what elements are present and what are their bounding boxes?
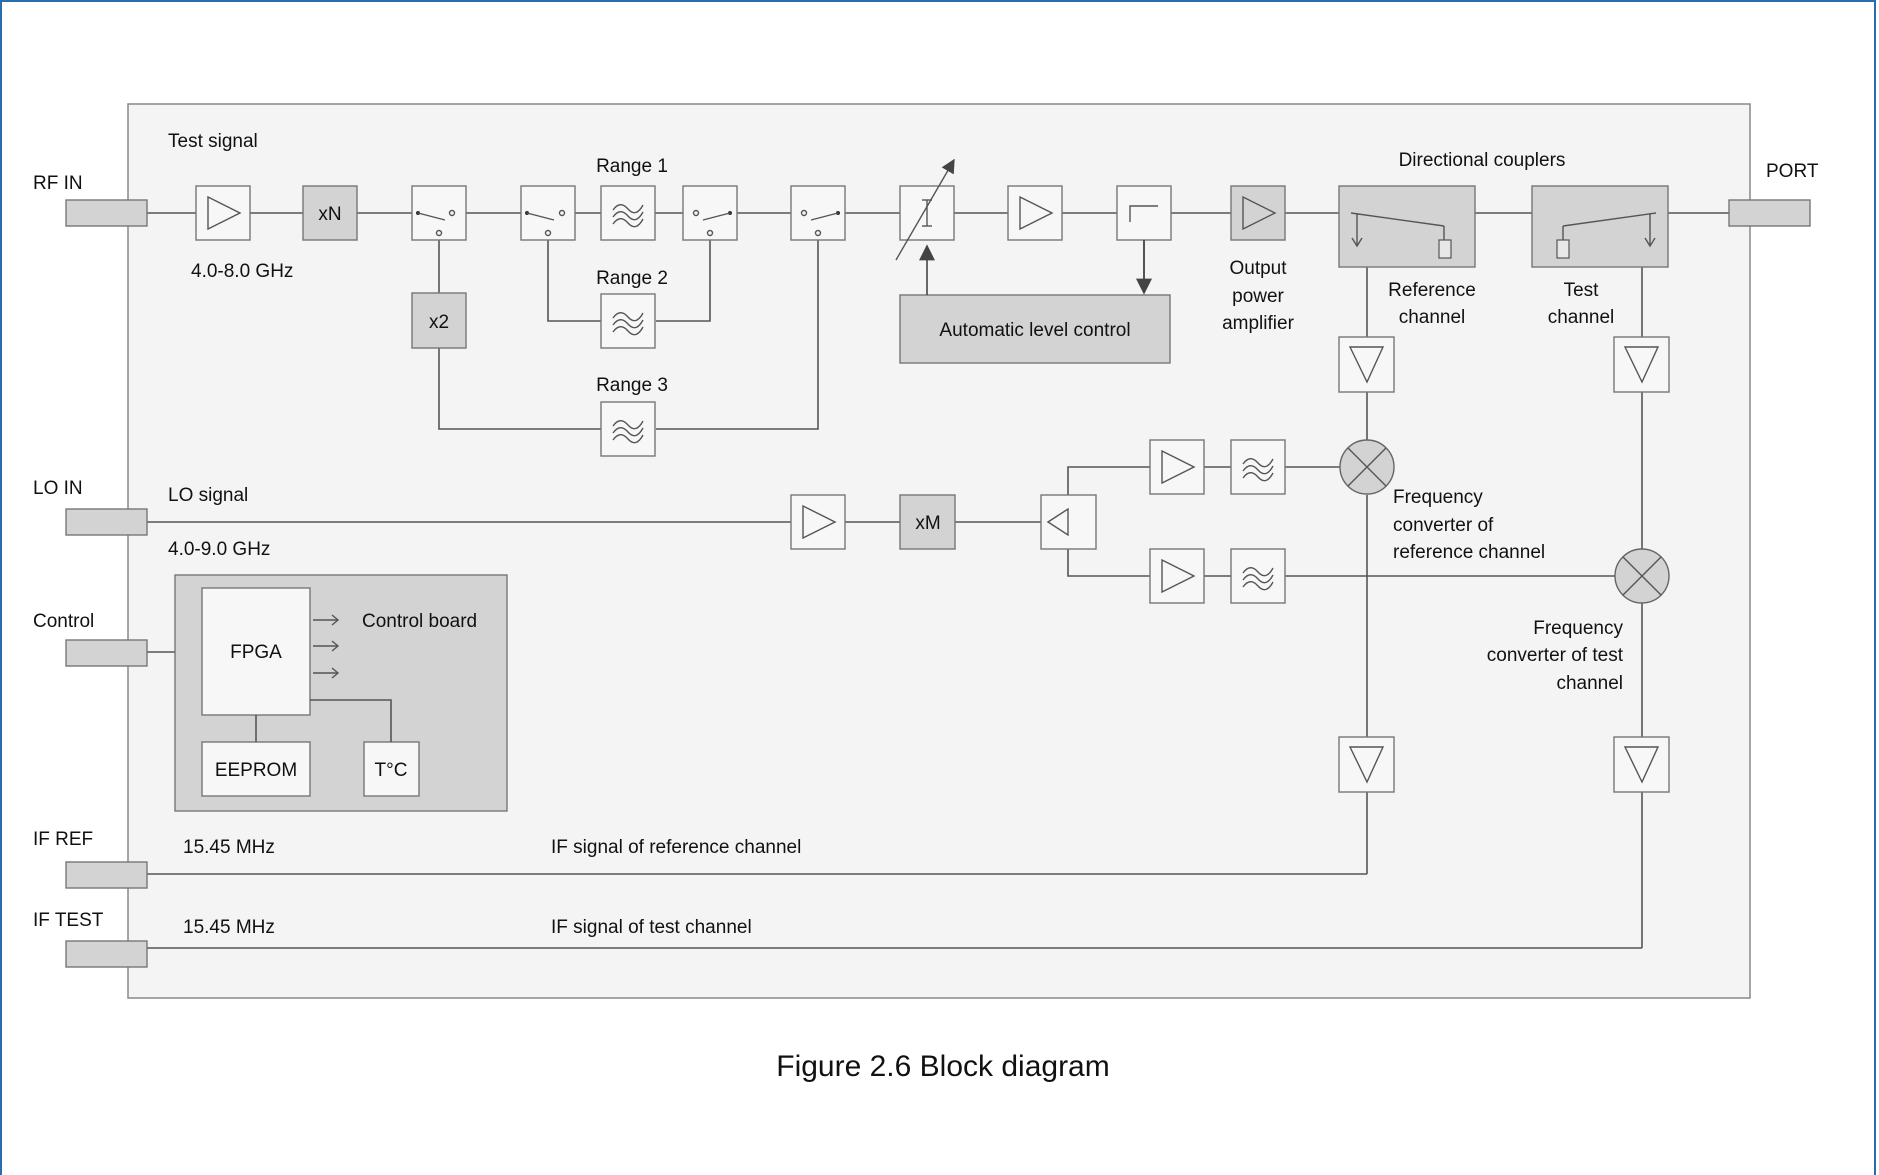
- ref-converter-label-3: reference channel: [1393, 542, 1545, 563]
- rf-switch-2: [520, 185, 576, 241]
- temp-sensor-block: [363, 741, 420, 797]
- eeprom-block: [201, 741, 311, 797]
- multiplier-m-label: xM: [915, 513, 940, 534]
- lo-splitter: [1040, 494, 1097, 550]
- output-amp-label-1: Output: [1229, 258, 1287, 279]
- test-rf-buffer-amp: [1613, 336, 1670, 393]
- ref-rf-buffer-amp: [1338, 336, 1395, 393]
- control-board: FPGA EEPROM T°C: [174, 574, 508, 812]
- multiplier-m-block: xM: [899, 494, 956, 550]
- device-enclosure: [127, 103, 1751, 999]
- output-power-amplifier: [1230, 185, 1286, 241]
- range-3-label: Range 3: [596, 375, 668, 396]
- if-test-label: IF TEST: [33, 910, 104, 931]
- if-ref-freq-label: 15.45 MHz: [183, 837, 275, 858]
- test-converter-label-1: Frequency: [1533, 618, 1623, 639]
- if-ref-signal-label: IF signal of reference channel: [551, 837, 801, 858]
- range-2-label: Range 2: [596, 268, 668, 289]
- test-coupler-label-1: Test: [1564, 280, 1600, 301]
- temp-sensor-label: T°C: [375, 760, 408, 781]
- range-1-filter: [600, 185, 656, 241]
- fpga-label: FPGA: [230, 642, 282, 663]
- rf-switch-1: [411, 185, 467, 241]
- test-mixer: [1614, 548, 1670, 604]
- test-coupler: [1531, 185, 1669, 268]
- couplers-title: Directional couplers: [1399, 150, 1566, 171]
- test-signal-label: Test signal: [168, 131, 258, 152]
- test-converter-label-2: converter of test: [1487, 645, 1624, 666]
- multiplier-n-block: xN: [302, 185, 358, 241]
- multiplier-n-label: xN: [318, 204, 341, 225]
- ref-coupler-label-1: Reference: [1388, 280, 1476, 301]
- ref-converter-label-2: converter of: [1393, 515, 1494, 536]
- lo-amplifier: [790, 494, 846, 550]
- lo-ref-amplifier: [1149, 439, 1205, 495]
- rf-switch-4: [790, 185, 846, 241]
- ref-coupler-label-2: channel: [1399, 307, 1466, 328]
- alc-label: Automatic level control: [939, 320, 1130, 341]
- figure-caption: Figure 2.6 Block diagram: [776, 1050, 1110, 1083]
- port-label: PORT: [1766, 161, 1819, 182]
- test-freq-label: 4.0-8.0 GHz: [191, 261, 293, 282]
- ref-converter-label-1: Frequency: [1393, 487, 1483, 508]
- lo-test-amplifier: [1149, 548, 1205, 604]
- if-test-signal-label: IF signal of test channel: [551, 917, 752, 938]
- test-coupler-label-2: channel: [1548, 307, 1615, 328]
- ref-if-buffer-amp: [1338, 736, 1395, 793]
- doubler-label: x2: [429, 312, 449, 333]
- power-detector: [1116, 185, 1172, 241]
- lo-signal-label: LO signal: [168, 485, 248, 506]
- range-3-filter: [600, 401, 656, 457]
- doubler-block: x2: [411, 292, 467, 349]
- if-test-freq-label: 15.45 MHz: [183, 917, 275, 938]
- output-amp-label-2: power: [1232, 286, 1284, 307]
- if-ref-label: IF REF: [33, 829, 93, 850]
- lo-freq-label: 4.0-9.0 GHz: [168, 539, 270, 560]
- alc-block: Automatic level control: [899, 294, 1171, 364]
- lo-ref-filter: [1230, 439, 1286, 495]
- range-2-filter: [600, 293, 656, 349]
- lo-test-filter: [1230, 548, 1286, 604]
- rf-amplifier-2: [1007, 185, 1063, 241]
- control-board-title: Control board: [362, 611, 477, 632]
- range-1-label: Range 1: [596, 156, 668, 177]
- rf-switch-3: [682, 185, 738, 241]
- output-amp-label-3: amplifier: [1222, 313, 1294, 334]
- eeprom-label: EEPROM: [215, 760, 297, 781]
- rf-in-label: RF IN: [33, 173, 83, 194]
- test-if-buffer-amp: [1613, 736, 1670, 793]
- variable-attenuator: [895, 158, 955, 261]
- reference-coupler: [1338, 185, 1476, 268]
- control-label: Control: [33, 611, 94, 632]
- rf-input-amplifier: [195, 185, 251, 241]
- lo-in-label: LO IN: [33, 478, 83, 499]
- labels: RF IN LO IN Control IF REF IF TEST PORT …: [33, 131, 1819, 1083]
- test-converter-label-3: channel: [1556, 673, 1623, 694]
- reference-mixer: [1339, 439, 1395, 495]
- port-connectors: [65, 199, 1811, 968]
